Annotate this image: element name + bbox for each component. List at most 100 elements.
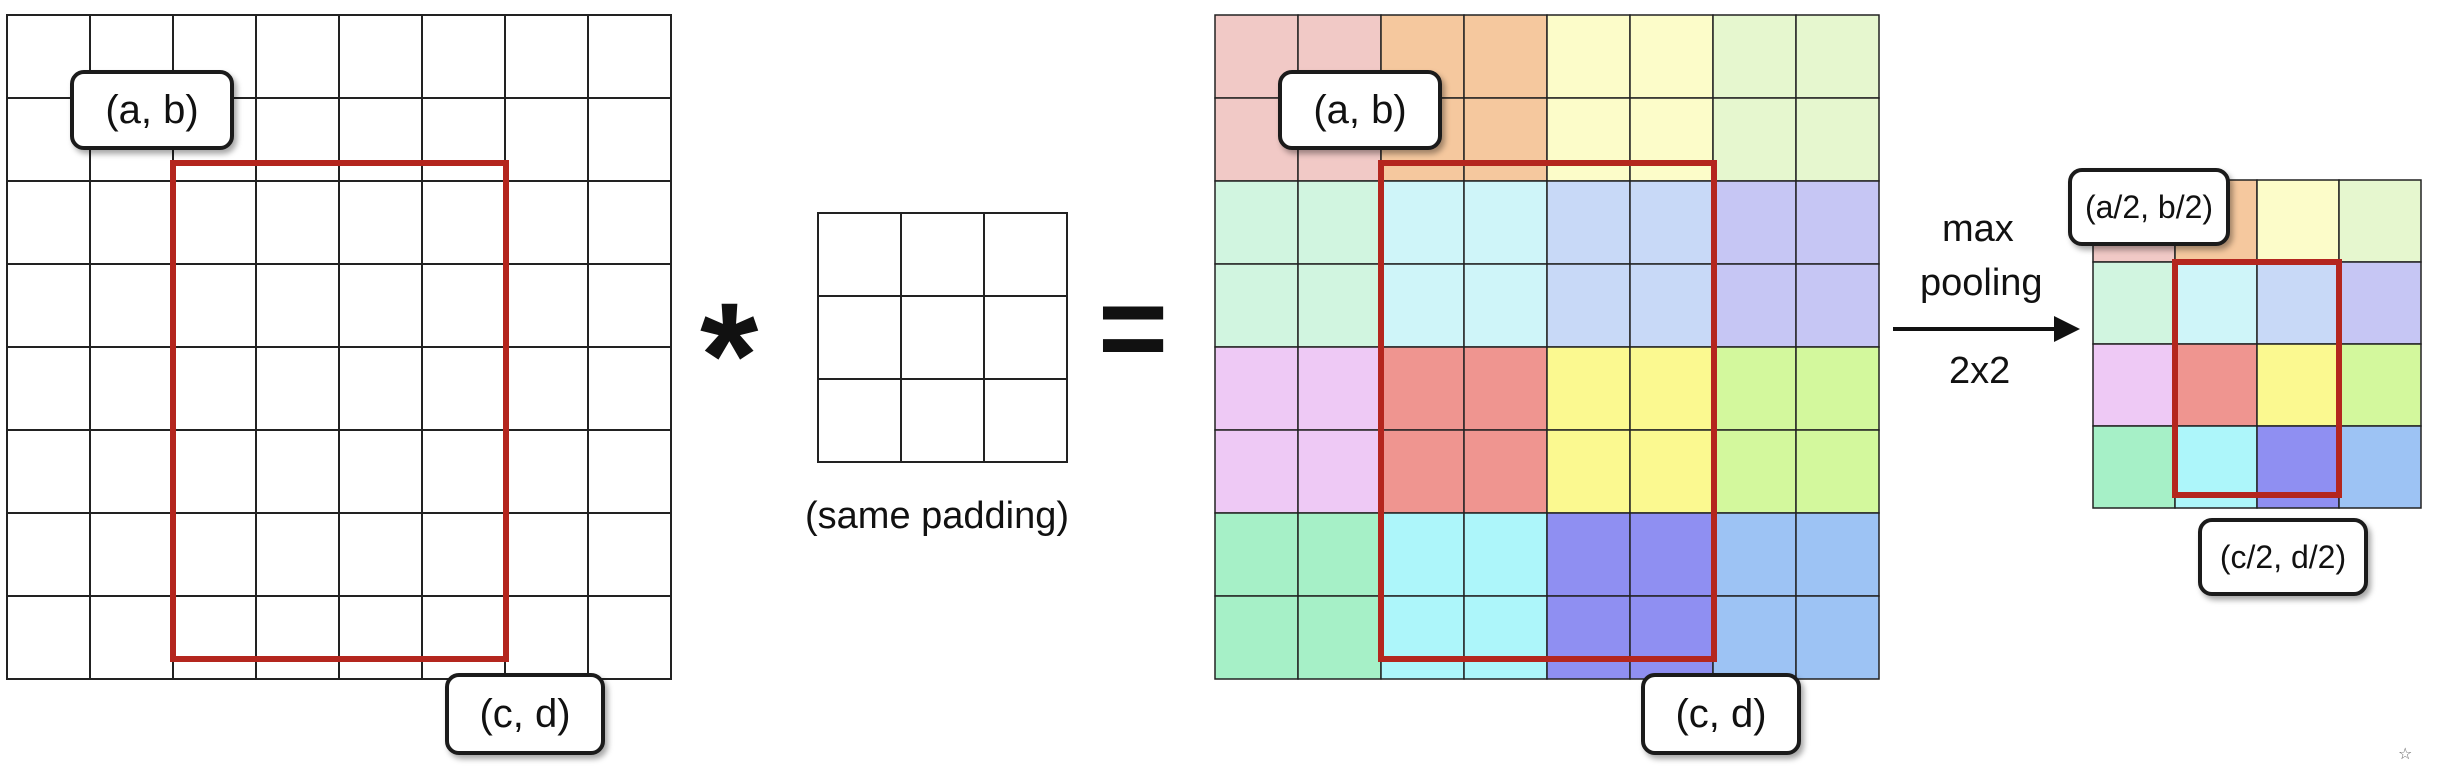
feature-map-cell xyxy=(1712,512,1797,597)
input-grid-cell xyxy=(421,595,506,680)
feature-map-cell xyxy=(1795,512,1880,597)
feature-map-cell xyxy=(1629,14,1714,99)
feature-map-cell xyxy=(1546,180,1631,265)
input-grid-cell xyxy=(421,180,506,265)
input-grid-cell xyxy=(172,263,257,348)
input-grid-cell xyxy=(6,180,91,265)
pooled-map-cell xyxy=(2338,343,2422,427)
input-grid-cell xyxy=(255,14,340,99)
feature-map-cell xyxy=(1629,180,1714,265)
input-grid-cell xyxy=(421,429,506,514)
feature-map-cell xyxy=(1297,512,1382,597)
pooled-map-cell xyxy=(2174,261,2258,345)
kernel-grid-cell xyxy=(900,212,985,297)
feature-map-cell xyxy=(1463,512,1548,597)
input-grid-cell xyxy=(587,346,672,431)
pooled-bottom-right-label: (c/2, d/2) xyxy=(2198,518,2368,596)
input-receptive-field-box xyxy=(170,160,509,662)
feature-map-cell xyxy=(1629,595,1714,680)
input-grid-cell xyxy=(338,429,423,514)
input-grid-cell xyxy=(587,512,672,597)
feature-map-cell xyxy=(1546,263,1631,348)
pooled-receptive-field-box xyxy=(2172,259,2342,498)
input-grid-cell xyxy=(587,97,672,182)
pooled-map-cell xyxy=(2092,425,2176,509)
input-grid-cell xyxy=(89,512,174,597)
input-grid-cell xyxy=(255,180,340,265)
kernel-grid-cell xyxy=(983,378,1068,463)
kernel-grid-cell xyxy=(983,295,1068,380)
feature-map-cell xyxy=(1795,595,1880,680)
feature-map-cell xyxy=(1795,97,1880,182)
input-grid-cell xyxy=(89,263,174,348)
equals-operator: = xyxy=(1098,261,1169,395)
input-grid-cell xyxy=(89,180,174,265)
feature-map-cell xyxy=(1214,180,1299,265)
input-grid-cell xyxy=(172,595,257,680)
feature-map-cell xyxy=(1463,263,1548,348)
pooled-map-cell xyxy=(2256,261,2340,345)
input-grid-cell xyxy=(255,512,340,597)
input-grid-cell xyxy=(421,14,506,99)
input-grid-cell xyxy=(6,429,91,514)
input-grid-cell xyxy=(587,595,672,680)
kernel-caption: (same padding) xyxy=(805,495,1070,537)
feature-map-cell xyxy=(1546,97,1631,182)
feature-map-cell xyxy=(1463,97,1548,182)
input-grid-cell xyxy=(587,263,672,348)
feature-map-cell xyxy=(1214,595,1299,680)
feature-map-cell xyxy=(1712,263,1797,348)
kernel-grid-cell xyxy=(817,378,902,463)
input-grid-cell xyxy=(6,512,91,597)
feature-map-cell xyxy=(1463,595,1548,680)
input-top-left-label: (a, b) xyxy=(70,70,234,150)
feature-map-cell xyxy=(1380,595,1465,680)
feature-map-cell xyxy=(1629,346,1714,431)
pooled-map-cell xyxy=(2174,343,2258,427)
feature-map-cell xyxy=(1380,512,1465,597)
input-grid-cell xyxy=(421,512,506,597)
feature-map-cell xyxy=(1712,180,1797,265)
feature-receptive-field-box xyxy=(1378,160,1717,662)
input-grid-cell xyxy=(421,346,506,431)
feature-map-cell xyxy=(1795,263,1880,348)
kernel-grid-cell xyxy=(983,212,1068,297)
feature-map-cell xyxy=(1380,429,1465,514)
feature-map-cell xyxy=(1712,346,1797,431)
feature-map-cell xyxy=(1795,429,1880,514)
feature-map-cell xyxy=(1546,346,1631,431)
feature-map-cell xyxy=(1795,346,1880,431)
feature-map-cell xyxy=(1214,263,1299,348)
pooling-line-max: max xyxy=(1942,208,2014,250)
feature-map-cell xyxy=(1297,263,1382,348)
feature-map-cell xyxy=(1629,512,1714,597)
feature-map-cell xyxy=(1297,429,1382,514)
pooled-map-cell xyxy=(2092,343,2176,427)
feature-map-cell xyxy=(1297,180,1382,265)
input-grid-cell xyxy=(338,595,423,680)
feature-map-cell xyxy=(1629,263,1714,348)
input-grid-cell xyxy=(89,429,174,514)
feature-map-cell xyxy=(1380,263,1465,348)
input-grid-cell xyxy=(172,429,257,514)
input-grid-cell xyxy=(255,429,340,514)
input-grid-cell xyxy=(172,346,257,431)
input-grid-cell xyxy=(338,512,423,597)
input-grid-cell xyxy=(6,346,91,431)
input-grid-cell xyxy=(504,429,589,514)
input-grid-cell xyxy=(255,595,340,680)
input-grid-cell xyxy=(6,14,91,99)
input-bottom-right-label: (c, d) xyxy=(445,673,605,755)
feature-map-cell xyxy=(1629,97,1714,182)
input-grid-cell xyxy=(89,595,174,680)
input-grid-cell xyxy=(255,97,340,182)
feature-map-cell xyxy=(1546,429,1631,514)
input-grid-cell xyxy=(504,97,589,182)
kernel-grid-cell xyxy=(817,212,902,297)
pooled-map-cell xyxy=(2092,261,2176,345)
pooling-line-size: 2x2 xyxy=(1949,350,2011,392)
feature-map-cell xyxy=(1795,14,1880,99)
feature-map-cell xyxy=(1712,14,1797,99)
